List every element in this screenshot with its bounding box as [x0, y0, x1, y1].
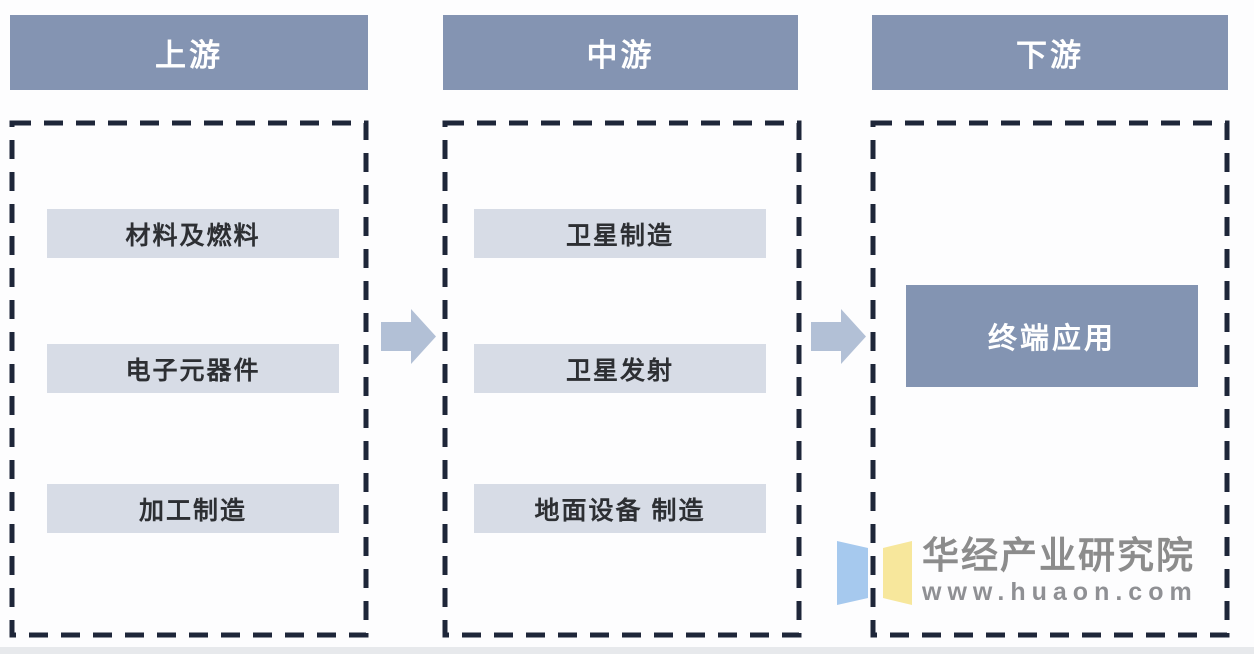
logo-website-url: www.huaon.com — [922, 578, 1198, 607]
midstream-group-border — [442, 120, 802, 638]
stage-header-downstream: 下游 — [872, 15, 1228, 90]
item-box-satellite-launch: 卫星发射 — [474, 344, 766, 393]
logo-company-name: 华经产业研究院 — [922, 535, 1195, 576]
item-box-terminal-applications: 终端应用 — [906, 285, 1198, 387]
huaon-logo-icon — [837, 541, 912, 605]
arrow-right-icon — [381, 309, 436, 364]
item-box-ground-equipment: 地面设备 制造 — [474, 484, 766, 533]
item-box-electronic-components: 电子元器件 — [47, 344, 339, 393]
item-box-processing-manufacturing: 加工制造 — [47, 484, 339, 533]
downstream-group-border — [870, 120, 1230, 638]
stage-header-midstream: 中游 — [443, 15, 798, 90]
arrow-right-icon — [811, 309, 866, 364]
huaon-logo: 华经产业研究院 www.huaon.com — [837, 533, 1212, 618]
bottom-edge-band — [0, 647, 1254, 654]
item-box-satellite-manufacturing: 卫星制造 — [474, 209, 766, 258]
stage-header-upstream: 上游 — [10, 15, 368, 90]
upstream-group-border — [9, 120, 369, 638]
item-box-materials-fuel: 材料及燃料 — [47, 209, 339, 258]
